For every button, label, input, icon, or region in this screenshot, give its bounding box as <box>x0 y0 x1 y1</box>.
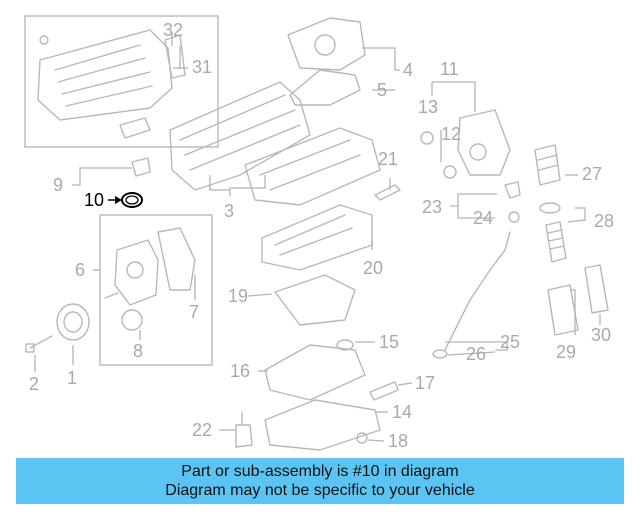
callout-11: 11 <box>440 59 459 79</box>
callout-27: 27 <box>582 164 602 184</box>
callout-15: 15 <box>379 332 399 352</box>
bolt-small <box>104 292 119 299</box>
intake-manifold <box>37 29 173 139</box>
info-banner: Part or sub-assembly is #10 in diagram D… <box>16 458 624 504</box>
callout-14: 14 <box>392 402 412 422</box>
banner-line-1: Part or sub-assembly is #10 in diagram <box>181 463 459 480</box>
callout-12: 12 <box>441 124 461 144</box>
callout-24: 24 <box>473 208 493 228</box>
callout-19: 19 <box>228 286 248 306</box>
timing-chain-cover <box>457 109 511 176</box>
callout-3: 3 <box>224 201 234 221</box>
seal-24 <box>508 211 520 223</box>
callout-22: 22 <box>192 420 212 440</box>
seal-12 <box>443 165 457 179</box>
part-9-cap <box>131 157 151 177</box>
intake-manifold-box <box>24 15 219 148</box>
callout-7: 7 <box>189 302 199 322</box>
oil-level-sensor <box>235 411 253 448</box>
callout-28: 28 <box>594 211 614 231</box>
oil-pan-gasket <box>264 344 366 401</box>
timing-cover-box <box>99 214 213 366</box>
oil-pump <box>274 274 356 326</box>
callout-32: 32 <box>163 20 183 40</box>
seal-26 <box>432 349 448 359</box>
seal-13 <box>420 131 434 145</box>
oil-filter-element <box>539 202 567 263</box>
cylinder-head <box>169 81 311 191</box>
callout-10: 10 <box>84 190 104 210</box>
callout-21: 21 <box>378 149 398 169</box>
timing-cover-gasket-7 <box>157 227 196 291</box>
oil-pan-lower <box>264 399 381 451</box>
callout-17: 17 <box>415 373 435 393</box>
callout-6: 6 <box>75 260 85 280</box>
callout-18: 18 <box>388 431 408 451</box>
callout-25: 25 <box>500 332 520 352</box>
oil-filter-housing <box>534 144 561 186</box>
callout-5: 5 <box>377 80 387 100</box>
valve-cover <box>244 127 381 206</box>
oil-pan-upper <box>261 204 373 271</box>
vent-part-21 <box>374 184 401 201</box>
banner-line-2: Diagram may not be specific to your vehi… <box>165 482 475 499</box>
callout-30: 30 <box>591 325 611 345</box>
sealant-17 <box>369 381 399 401</box>
callout-23: 23 <box>422 197 442 217</box>
leader-10 <box>108 196 122 204</box>
callout-13: 13 <box>418 97 438 117</box>
callout-20: 20 <box>363 258 383 278</box>
drain-plug <box>356 432 368 444</box>
timing-cover-gasket <box>289 69 361 106</box>
callout-1: 1 <box>67 368 77 388</box>
callout-31: 31 <box>192 57 212 77</box>
callout-9: 9 <box>53 175 63 195</box>
oil-cooler <box>547 284 579 336</box>
timing-cover-lower <box>114 239 159 306</box>
timing-cover-upper <box>287 17 366 71</box>
callout-26: 26 <box>466 344 486 364</box>
seal-15 <box>336 339 354 351</box>
callout-16: 16 <box>230 361 250 381</box>
dipstick-tube <box>444 231 511 351</box>
callout-2: 2 <box>29 374 39 394</box>
callout-8: 8 <box>133 341 143 361</box>
cooler-gasket <box>584 264 609 314</box>
leader-lines <box>34 32 601 442</box>
seal-8 <box>121 309 143 331</box>
manifold-gasket <box>164 34 186 79</box>
callout-4: 4 <box>403 60 413 80</box>
callout-29: 29 <box>556 342 576 362</box>
o-ring-part-10 <box>121 192 143 208</box>
crank-pulley <box>56 303 90 341</box>
crank-bolt <box>25 335 53 353</box>
sensor-23 <box>504 181 521 199</box>
